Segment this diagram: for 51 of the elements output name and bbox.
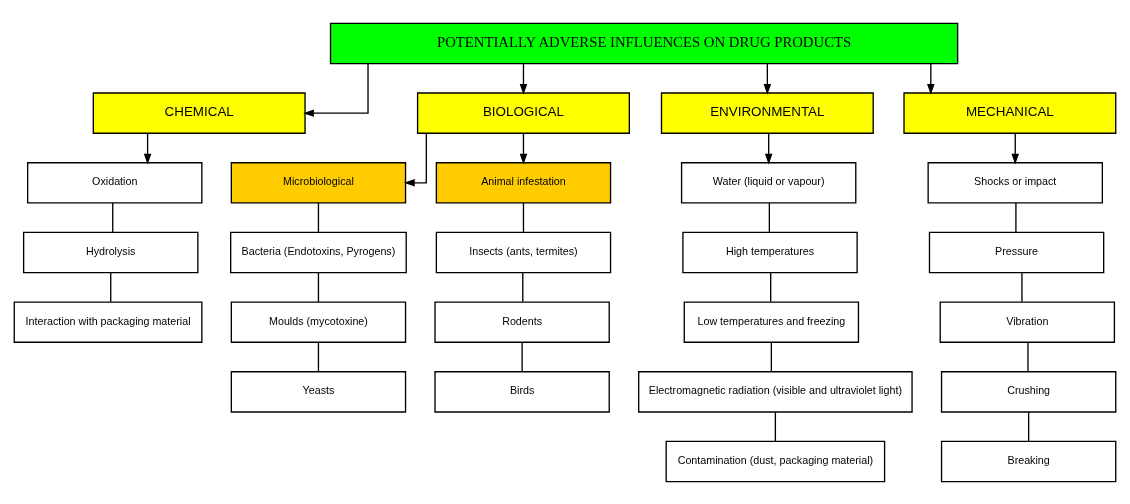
node-box: Birds xyxy=(434,370,610,413)
node-box: Oxidation xyxy=(27,161,203,204)
arrow xyxy=(764,132,773,164)
node-box: Microbiological xyxy=(230,161,407,204)
node-box: ENVIRONMENTAL xyxy=(660,91,874,134)
node-box: CHEMICAL xyxy=(92,91,306,134)
connector xyxy=(317,271,320,302)
node-box: Hydrolysis xyxy=(22,231,199,273)
node-box: MECHANICAL xyxy=(903,91,1117,134)
connector xyxy=(317,201,320,233)
connector xyxy=(770,341,773,372)
node-box: Breaking xyxy=(940,440,1117,482)
connector xyxy=(1015,201,1017,233)
node-box: Yeasts xyxy=(230,370,407,413)
node-box: Bacteria (Endotoxins, Pyrogens) xyxy=(230,231,407,273)
node-box: Shocks or impact xyxy=(927,161,1103,204)
node-box: Contamination (dust, packaging material) xyxy=(665,440,886,482)
node-box: Crushing xyxy=(940,370,1117,413)
connector xyxy=(521,341,523,372)
node-box: Moulds (mycotoxine) xyxy=(230,300,407,343)
node-box: Vibration xyxy=(939,300,1116,343)
node-box: BIOLOGICAL xyxy=(416,91,630,134)
connector xyxy=(770,271,772,302)
arrow xyxy=(1011,132,1019,164)
connector xyxy=(768,201,770,233)
connector xyxy=(317,341,320,372)
connector xyxy=(112,201,114,233)
connector xyxy=(522,271,524,302)
arrow xyxy=(927,62,935,95)
connector xyxy=(1027,341,1029,372)
arrow xyxy=(143,132,152,164)
arrow xyxy=(519,62,528,95)
arrow xyxy=(519,132,528,164)
connector xyxy=(1021,271,1023,302)
connector xyxy=(774,410,777,442)
node-box: Rodents xyxy=(434,300,610,343)
node-box: POTENTIALLY ADVERSE INFLUENCES ON DRUG PRODUCTS xyxy=(329,22,959,64)
arrow xyxy=(303,62,369,117)
connector xyxy=(522,201,525,233)
node-box: Animal infestation xyxy=(435,161,612,204)
connector xyxy=(110,271,112,302)
node-box: Electromagnetic radiation (visible and ultraviolet light) xyxy=(638,370,913,413)
arrow xyxy=(763,62,772,95)
node-box: Low temperatures and freezing xyxy=(683,300,860,343)
node-box: Interaction with packaging material xyxy=(13,300,203,343)
node-box: Pressure xyxy=(928,231,1105,273)
node-box: Insects (ants, termites) xyxy=(435,231,612,273)
arrow xyxy=(404,132,427,187)
node-box: High temperatures xyxy=(682,231,858,273)
node-box: Water (liquid or vapour) xyxy=(680,161,857,204)
connector xyxy=(1027,410,1030,442)
